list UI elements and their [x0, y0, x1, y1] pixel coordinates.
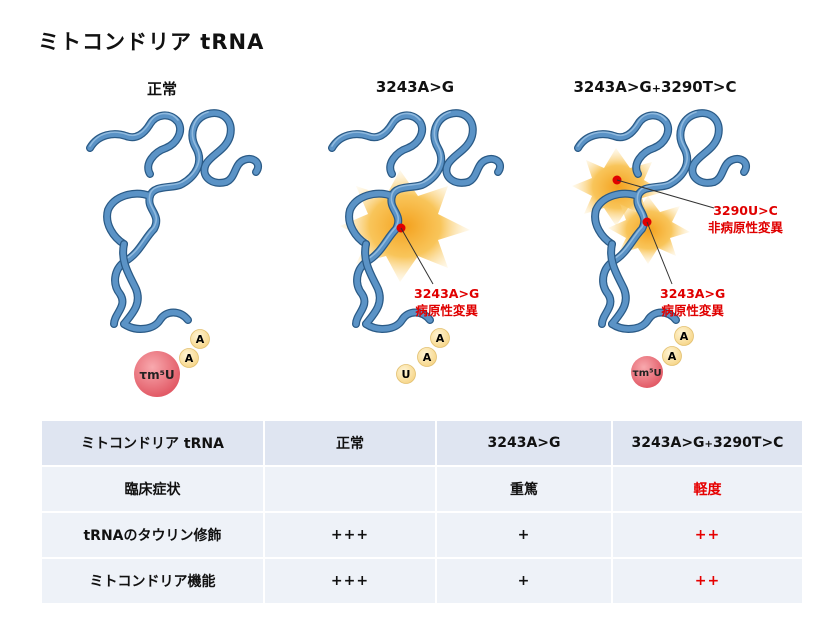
table-row: 臨床症状 重篤 軽度 [42, 465, 802, 512]
table-row: ミトコンドリア機能 +++ + ++ [42, 557, 802, 603]
nucleotide-u-label: U [402, 368, 411, 381]
nucleotide-u [396, 364, 416, 384]
annotation-leader-line [400, 227, 434, 285]
cell-normal [264, 465, 437, 512]
row-label: tRNAのタウリン修飾 [42, 511, 265, 558]
annotation-line1: 3290U>C [713, 203, 778, 218]
cell-3243-3290: 軽度 [612, 465, 802, 512]
taum5u-label: τm⁵U [139, 368, 174, 382]
cell-normal: +++ [264, 557, 437, 603]
nucleotide-a [190, 329, 210, 349]
table-header: 3243A>G [436, 421, 613, 466]
nucleotide-a-label: A [436, 332, 445, 345]
summary-table: ミトコンドリア tRNA 正常 3243A>G 3243A>G+3290T>C … [42, 421, 802, 603]
table-header: ミトコンドリア tRNA [42, 421, 265, 466]
nucleotide-a [674, 326, 694, 346]
annotation-line2: 非病原性変異 [708, 220, 784, 235]
column-title-3243-3290: 3243A>G+3290T>C [573, 78, 737, 96]
annotation-line1: 3243A>G [660, 286, 726, 301]
trna-structure-normal [90, 112, 258, 329]
cell-3243: + [436, 511, 613, 558]
taum5u-nucleotide [631, 356, 663, 388]
cell-3243-3290: ++ [612, 511, 802, 558]
row-label: ミトコンドリア機能 [42, 557, 265, 603]
annotation-line2: 病原性変異 [661, 303, 724, 318]
nucleotide-a-label: A [196, 333, 205, 346]
cell-3243: + [436, 557, 613, 603]
table-header: 3243A>G+3290T>C [612, 421, 802, 466]
annotation-3243-pathogenic: 3243A>G 病原性変異 [414, 285, 479, 319]
table-header: 正常 [264, 421, 437, 466]
page-title: ミトコンドリア tRNA [38, 30, 265, 54]
annotation-3290-nonpathogenic: 3290U>C 非病原性変異 [708, 202, 783, 236]
nucleotide-a-label: A [185, 352, 194, 365]
row-label: 臨床症状 [42, 465, 265, 512]
column-title-normal: 正常 [146, 80, 177, 98]
taum5u-label: τm⁵U [632, 368, 661, 379]
nucleotide-a [662, 346, 682, 366]
table-row: tRNAのタウリン修飾 +++ + ++ [42, 511, 802, 558]
nucleotide-a [430, 328, 450, 348]
cell-3243: 重篤 [436, 465, 613, 512]
annotation-line1: 3243A>G [414, 286, 480, 301]
nucleotide-a-label: A [668, 350, 677, 363]
annotation-3243-pathogenic-col3: 3243A>G 病原性変異 [660, 285, 725, 319]
annotation-line2: 病原性変異 [415, 303, 478, 318]
trna-structure-diagram: τm⁵U A A U A A τm⁵U A A [0, 0, 840, 397]
cell-normal: +++ [264, 511, 437, 558]
nucleotide-a [417, 347, 437, 367]
table-header-row: ミトコンドリア tRNA 正常 3243A>G 3243A>G+3290T>C [42, 421, 802, 466]
nucleotide-a-label: A [423, 351, 432, 364]
annotation-leader-line [646, 221, 673, 285]
nucleotide-a-label: A [680, 330, 689, 343]
taum5u-nucleotide [134, 351, 180, 397]
cell-3243-3290: ++ [612, 557, 802, 603]
annotation-leader-line [616, 179, 715, 209]
nucleotide-a [179, 348, 199, 368]
column-title-3243: 3243A>G [375, 78, 455, 96]
